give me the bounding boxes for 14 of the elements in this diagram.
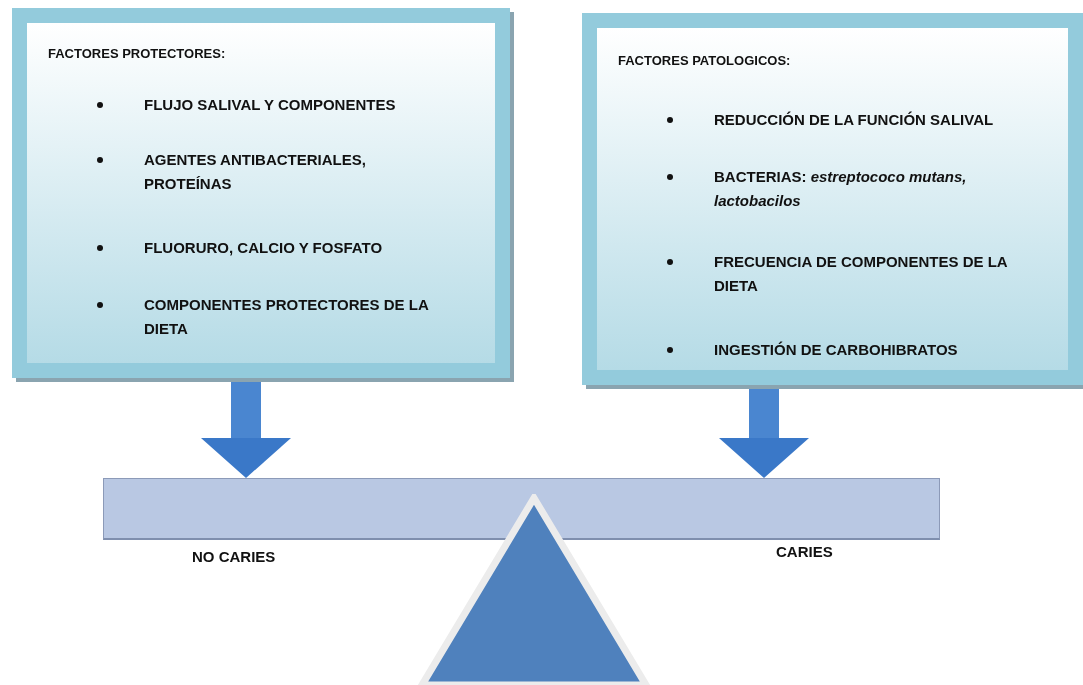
- outcome-label: CARIES: [776, 543, 833, 560]
- balance-beam: [103, 478, 940, 540]
- factor-item: FLUORURO, CALCIO Y FOSFATO: [144, 238, 384, 258]
- outcome-label: NO CARIES: [192, 548, 276, 565]
- factor-item: REDUCCIÓN DE LA FUNCIÓN SALIVAL: [714, 110, 995, 130]
- factor-item: COMPONENTES PROTECTORES DE LA DIETA: [144, 295, 430, 339]
- fulcrum-triangle: [418, 494, 650, 685]
- panel-heading: FACTORES PATOLOGICOS:: [618, 53, 791, 68]
- factor-item: BACTERIAS: estreptococo mutans, lactobacilos: [714, 167, 968, 211]
- panel-heading: FACTORES PROTECTORES:: [48, 46, 226, 61]
- factor-item: FRECUENCIA DE COMPONENTES DE LA DIETA: [714, 252, 1009, 296]
- factor-item: INGESTIÓN DE CARBOHIBRATOS: [714, 340, 959, 360]
- factor-item: AGENTES ANTIBACTERIALES, PROTEÍNAS: [144, 150, 367, 194]
- factor-item: FLUJO SALIVAL Y COMPONENTES: [144, 95, 397, 115]
